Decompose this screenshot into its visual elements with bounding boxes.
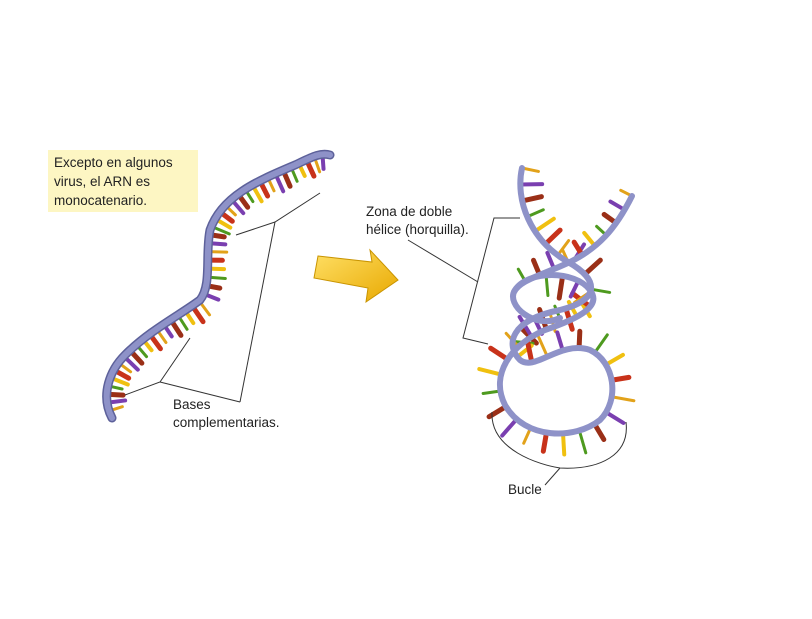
loop-label-text: Bucle xyxy=(508,482,542,497)
nucleotide-base xyxy=(603,352,625,367)
nucleotide-base xyxy=(561,431,567,457)
nucleotide-base xyxy=(544,273,550,298)
loop-label: Bucle xyxy=(508,481,542,499)
nucleotide-base xyxy=(524,337,535,365)
nucleotide-base xyxy=(556,273,566,301)
helix-pointer xyxy=(407,239,479,283)
nucleotide-base xyxy=(477,367,504,377)
helix-bracket xyxy=(407,217,520,345)
note-line: virus, el ARN es xyxy=(54,174,151,189)
helix-label-line: hélice (horquilla). xyxy=(366,222,469,237)
bases-pointer-upper xyxy=(239,221,276,403)
bases-label: Bases complementarias. xyxy=(173,396,280,432)
nucleotide-base xyxy=(533,216,556,234)
complementary-bases-brackets xyxy=(124,192,321,403)
helix-label-line: Zona de doble xyxy=(366,204,453,219)
loop-bracket xyxy=(491,411,627,486)
single-strand-rna xyxy=(102,149,335,423)
nucleotide-base xyxy=(500,417,519,438)
bases-label-line: Bases xyxy=(173,397,211,412)
nucleotide-base xyxy=(537,335,549,359)
nucleotide-base xyxy=(582,257,603,277)
nucleotide-base xyxy=(519,194,544,204)
upper-bracket xyxy=(235,192,321,236)
hairpin-rna xyxy=(477,165,636,457)
nucleotide-base xyxy=(610,395,636,403)
helix-label: Zona de doble hélice (horquilla). xyxy=(366,203,469,239)
single-strand-backbone xyxy=(103,151,333,421)
loop-pointer xyxy=(544,467,561,486)
helix-bracket-line xyxy=(462,217,520,345)
note-line: monocatenario. xyxy=(54,193,148,208)
transition-arrow xyxy=(313,248,399,304)
nucleotide-base xyxy=(488,345,511,362)
hairpin-strand-2 xyxy=(511,193,635,295)
nucleotide-base xyxy=(589,287,612,294)
single-strand-note: Excepto en algunos virus, el ARN es mono… xyxy=(48,150,198,212)
bases-pointer-lower xyxy=(159,381,241,403)
nucleotide-base xyxy=(555,330,565,353)
nucleotide-base xyxy=(604,410,626,425)
nucleotide-base xyxy=(517,314,534,339)
nucleotide-base xyxy=(556,239,571,257)
nucleotide-base xyxy=(591,421,607,443)
nucleotide-base xyxy=(577,428,588,455)
nucleotide-base xyxy=(540,430,549,454)
nucleotide-base xyxy=(593,333,609,355)
note-line: Excepto en algunos xyxy=(54,155,173,170)
bases-label-line: complementarias. xyxy=(173,415,280,430)
hairpin-strand-1 xyxy=(497,165,616,437)
arrow-shape xyxy=(313,248,399,304)
nucleotide-base xyxy=(542,227,563,247)
